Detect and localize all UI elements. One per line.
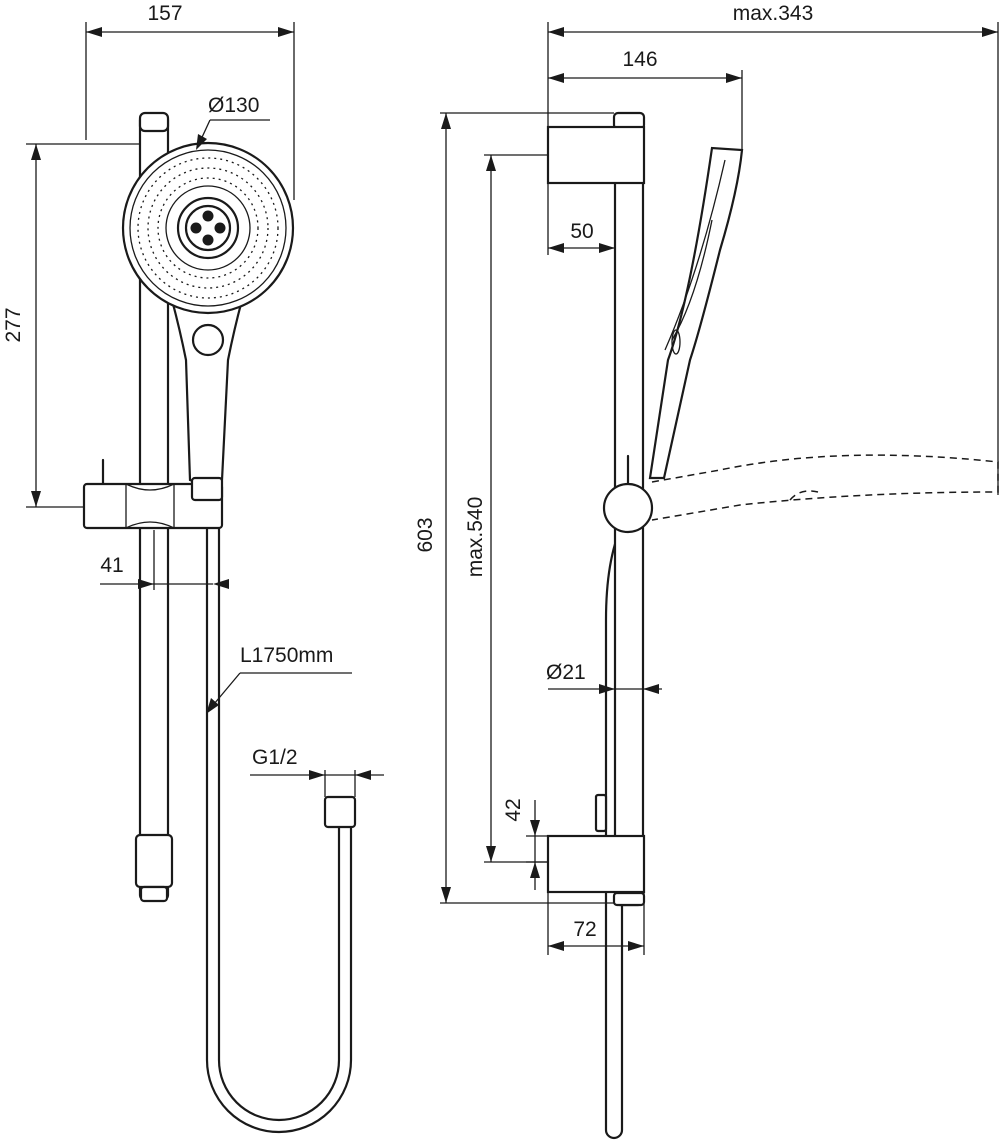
dim-bracket-height — [526, 800, 548, 890]
dim-bracket-offset — [100, 530, 229, 590]
dim-bracket-width-label: 72 — [573, 918, 596, 941]
dim-width — [85, 22, 295, 200]
dim-max-travel-label: max.540 — [464, 497, 487, 578]
front-spray-button — [191, 323, 225, 357]
dim-head-diameter — [196, 119, 270, 150]
dim-head-height — [26, 143, 140, 508]
front-bracket — [82, 458, 224, 530]
dim-max-projection — [547, 22, 999, 495]
dim-hose-length-label: L1750mm — [240, 644, 333, 667]
dim-bracket-depth — [547, 183, 615, 255]
front-view: 157 Ø130 277 41 — [2, 2, 384, 1134]
dim-rail-diameter — [548, 684, 662, 694]
side-slider — [602, 454, 654, 534]
dim-head-height-label: 277 — [2, 307, 25, 342]
dim-bracket-width — [547, 892, 645, 955]
dim-max-projection-label: max.343 — [733, 2, 814, 25]
side-hand-shower — [648, 146, 744, 480]
dim-total-height — [440, 112, 614, 904]
side-top-bracket — [546, 125, 646, 185]
dim-head-projection — [548, 70, 743, 150]
dim-bracket-height-label: 42 — [502, 798, 525, 821]
dim-bracket-depth-label: 50 — [570, 220, 593, 243]
front-shower-head — [121, 141, 295, 315]
side-view: max.343 146 50 603 — [414, 2, 999, 1140]
dim-total-height-label: 603 — [414, 517, 437, 552]
dim-thread-label: G1/2 — [252, 746, 298, 769]
dim-head-diameter-label: Ø130 — [208, 94, 259, 117]
dim-max-travel — [484, 154, 548, 863]
dim-rail-diameter-label: Ø21 — [546, 661, 586, 684]
dim-hose-length — [206, 672, 352, 714]
dim-head-projection-label: 146 — [622, 48, 657, 71]
front-hose — [205, 498, 357, 1134]
dim-thread — [250, 770, 384, 797]
side-hand-shower-alt — [651, 454, 999, 521]
dim-bracket-offset-label: 41 — [100, 554, 123, 577]
dim-width-label: 157 — [147, 2, 182, 25]
side-bottom-bracket — [546, 793, 646, 894]
